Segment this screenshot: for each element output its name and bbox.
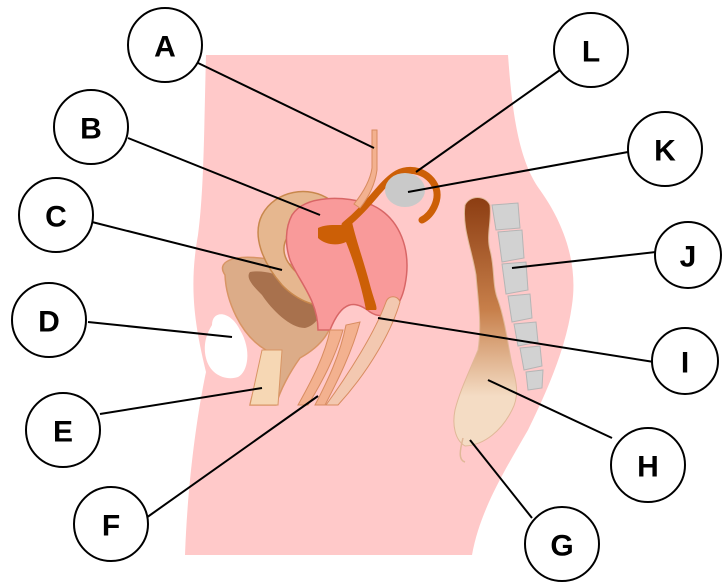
label-k: K (628, 112, 702, 186)
label-g: G (525, 507, 599, 581)
label-b-text: B (80, 113, 102, 146)
label-e-text: E (53, 416, 73, 449)
vertebra-2 (498, 230, 524, 262)
label-c: C (19, 178, 93, 252)
label-f: F (74, 487, 148, 561)
label-d: D (12, 283, 86, 357)
label-h-text: H (637, 451, 659, 484)
label-e: E (26, 393, 100, 467)
label-i-text: I (681, 347, 689, 380)
label-a-text: A (154, 31, 176, 64)
vertebra-4 (508, 294, 532, 322)
label-l-text: L (582, 36, 600, 69)
vertebra-7 (526, 370, 543, 390)
label-g-text: G (550, 530, 573, 563)
label-i: I (652, 328, 718, 394)
label-a: A (128, 8, 202, 82)
label-f-text: F (102, 510, 120, 543)
vertebra-6 (520, 346, 542, 370)
label-j: J (655, 222, 721, 288)
label-k-text: K (654, 135, 676, 168)
vertebra-1 (492, 203, 520, 230)
label-b: B (54, 90, 128, 164)
label-l: L (554, 13, 628, 87)
label-c-text: C (45, 201, 67, 234)
label-d-text: D (38, 306, 60, 339)
label-h: H (611, 428, 685, 502)
label-j-text: J (680, 241, 697, 274)
